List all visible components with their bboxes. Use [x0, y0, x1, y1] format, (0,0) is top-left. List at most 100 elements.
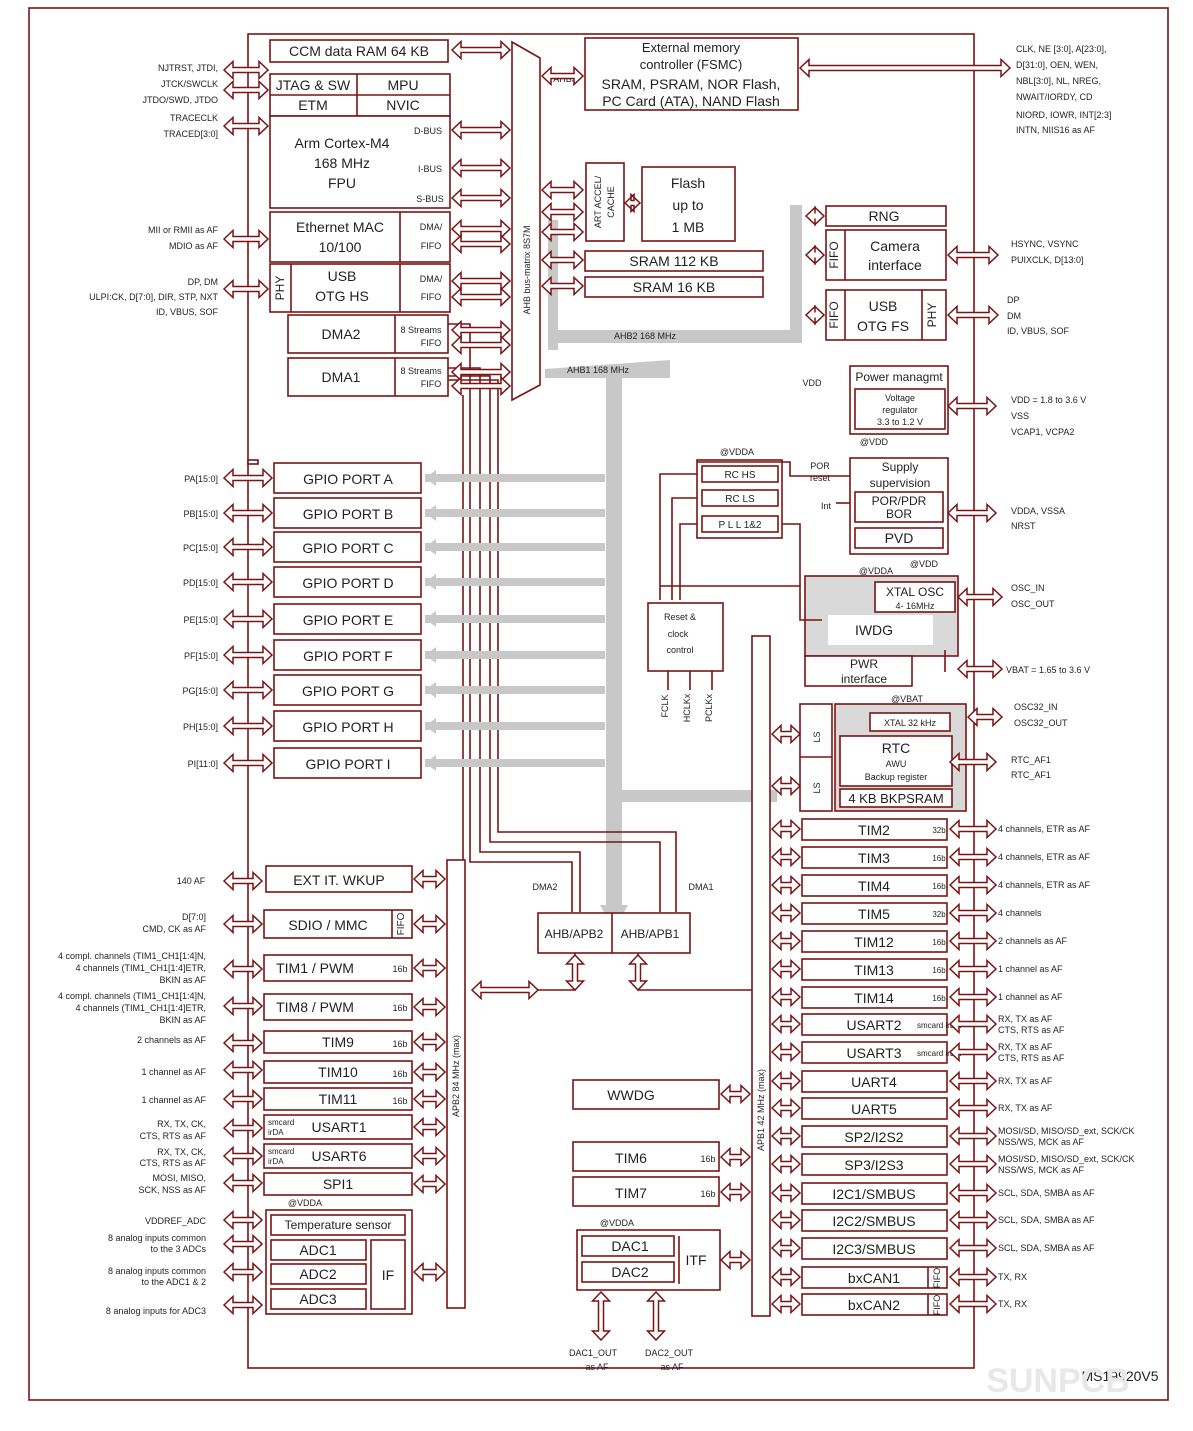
rc-hs-block [701, 465, 779, 483]
tim8-sig2: 4 channels (TIM1_CH1[1:4]ETR, [75, 1003, 206, 1013]
apb1-pin-arrow [948, 1097, 998, 1119]
fsmc-sig2: D[31:0], OEN, WEN, [1016, 60, 1098, 70]
jtag-pin-arrow [222, 79, 270, 101]
sram16-arrow [540, 275, 585, 297]
gpio-pin-arrow [222, 752, 274, 774]
mii-sig1: MII or RMII as AF [148, 225, 219, 235]
osc-pin-arrow [956, 586, 1004, 608]
reset-clock-block [647, 602, 724, 672]
apb2-peripherals: EXT IT. WKUP 140 AF SDIO / MMC FIFO D[7:… [58, 865, 413, 1316]
gpio-pin-arrow [222, 608, 274, 630]
apb1-signal: RX, TX as AF [998, 1076, 1053, 1086]
exti-sig: 140 AF [177, 876, 206, 886]
trace-sig1: TRACECLK [170, 113, 218, 123]
apb2-bus [446, 859, 466, 1309]
usart1-block [263, 1114, 413, 1140]
tim7-block [572, 1176, 720, 1207]
fsmc-sig3: NBL[3:0], NL, NREG, [1016, 76, 1101, 86]
usart1-sig2: CTS, RTS as AF [140, 1131, 207, 1141]
sram16-label: SRAM 16 KB [633, 279, 715, 295]
apb1-bus-arrow [770, 846, 802, 868]
apb1-bus-arrow [770, 1097, 802, 1119]
mii-sig2: MDIO as AF [169, 241, 219, 251]
dma1-route-label: DMA1 [688, 882, 713, 892]
gpio-bus-line [425, 759, 605, 767]
gpio-port-block [273, 603, 422, 635]
rc-ls-label: RC LS [725, 494, 755, 505]
usbfs-sig2: DM [1007, 311, 1021, 321]
apb2-bus-arrow [412, 1173, 447, 1195]
apb2-pin-arrow [222, 1233, 264, 1255]
adc-atvdda: @VDDA [288, 1198, 322, 1208]
flash-l2: up to [672, 197, 703, 213]
tim9-bits: 16b [392, 1039, 407, 1049]
apb1-peripheral-name: SP2/I2S2 [844, 1129, 903, 1145]
apb1-pin-arrow [948, 846, 998, 868]
apb1-signal: 2 channels as AF [998, 936, 1068, 946]
xtal-l1: XTAL OSC [886, 585, 944, 599]
rtc-sig1: RTC_AF1 [1011, 755, 1051, 765]
temp-sensor-label: Temperature sensor [285, 1218, 392, 1232]
apb1-bus-arrow [770, 930, 802, 952]
an1-sig2: to the 3 ADCs [150, 1244, 206, 1254]
flash-l3: 1 MB [672, 219, 705, 235]
ibus-arrow [450, 157, 512, 179]
cam-sig2: PUIXCLK, D[13:0] [1011, 255, 1084, 265]
apb1-signal: SCL, SDA, SMBA as AF [998, 1215, 1095, 1225]
apb1-bus-arrow [770, 902, 802, 924]
apb1-peripheral-block [801, 1013, 948, 1036]
gpio-port-label: GPIO PORT H [302, 719, 393, 735]
pwr-interface-block [804, 655, 913, 687]
tim10-sig: 1 channel as AF [141, 1067, 206, 1077]
tim10-label: TIM10 [318, 1064, 358, 1080]
rng-arrow [804, 205, 826, 227]
apb1-peripheral-tag: smcard irDA [917, 1049, 962, 1058]
dbus-arrow [450, 119, 512, 141]
jtag-sig3: JTDO/SWD, JTDO [143, 95, 219, 105]
apb1-signal: 1 channel as AF [998, 964, 1063, 974]
apb1-peripheral-name: USART3 [847, 1045, 902, 1061]
gpio-port-label: GPIO PORT F [303, 648, 393, 664]
apb1-peripheral-name: bxCAN1 [848, 1270, 900, 1286]
tim8-bits: 16b [392, 1003, 407, 1013]
ls-arrow [770, 775, 802, 797]
dac-itf-label: ITF [686, 1252, 707, 1268]
spi1-sig1: MOSI, MISO, [152, 1173, 206, 1183]
dac1-asaf: as AF [585, 1362, 609, 1372]
dac-atvdda: @VDDA [600, 1218, 634, 1228]
tim6-block [572, 1141, 720, 1172]
awu-label: AWU [886, 759, 907, 769]
usbfs-fifo: FIFO [827, 301, 841, 328]
gpio-bus-line [425, 615, 605, 623]
fsmc-sig6: INTN, NIIS16 as AF [1016, 125, 1096, 135]
o32-sig1: OSC32_IN [1014, 702, 1058, 712]
usb-dma-arrow [450, 286, 512, 308]
ahb2-label: AHB2 168 MHz [614, 331, 677, 341]
iwdg-block [828, 615, 933, 645]
dma1-label: DMA1 [322, 369, 361, 385]
adc3-block [270, 1288, 367, 1310]
wwdg-arrow [719, 1083, 752, 1105]
gpio-pin-label: PH[15:0] [183, 722, 218, 732]
ahb-apb1-label: AHB/APB1 [621, 927, 680, 941]
tim7-arrow [719, 1181, 752, 1203]
apb1-pin-arrow [948, 1209, 998, 1231]
gpio-bus-line [425, 509, 605, 517]
dma2-label: DMA2 [322, 326, 361, 342]
o32-sig2: OSC32_OUT [1014, 718, 1068, 728]
left-signals: NJTRST, JTDI, JTCK/SWCLK JTDO/SWD, JTDO … [89, 63, 218, 317]
gpio-port-label: GPIO PORT C [302, 540, 393, 556]
chip-boundary [247, 33, 975, 1369]
pvd-label: PVD [885, 530, 914, 546]
dma1-block [287, 357, 449, 397]
apb1-peripheral-name: TIM4 [858, 878, 890, 894]
tim11-label: TIM11 [319, 1091, 358, 1107]
mii-pin-arrow [222, 228, 270, 250]
dma2-route-label: DMA2 [532, 882, 557, 892]
tim1-bits: 16b [392, 964, 407, 974]
dac-arrow [719, 1249, 752, 1271]
apb2-bus-arrow [412, 957, 447, 979]
tim6-label: TIM6 [615, 1150, 647, 1166]
ahb-apb2-label: AHB/APB2 [545, 927, 604, 941]
